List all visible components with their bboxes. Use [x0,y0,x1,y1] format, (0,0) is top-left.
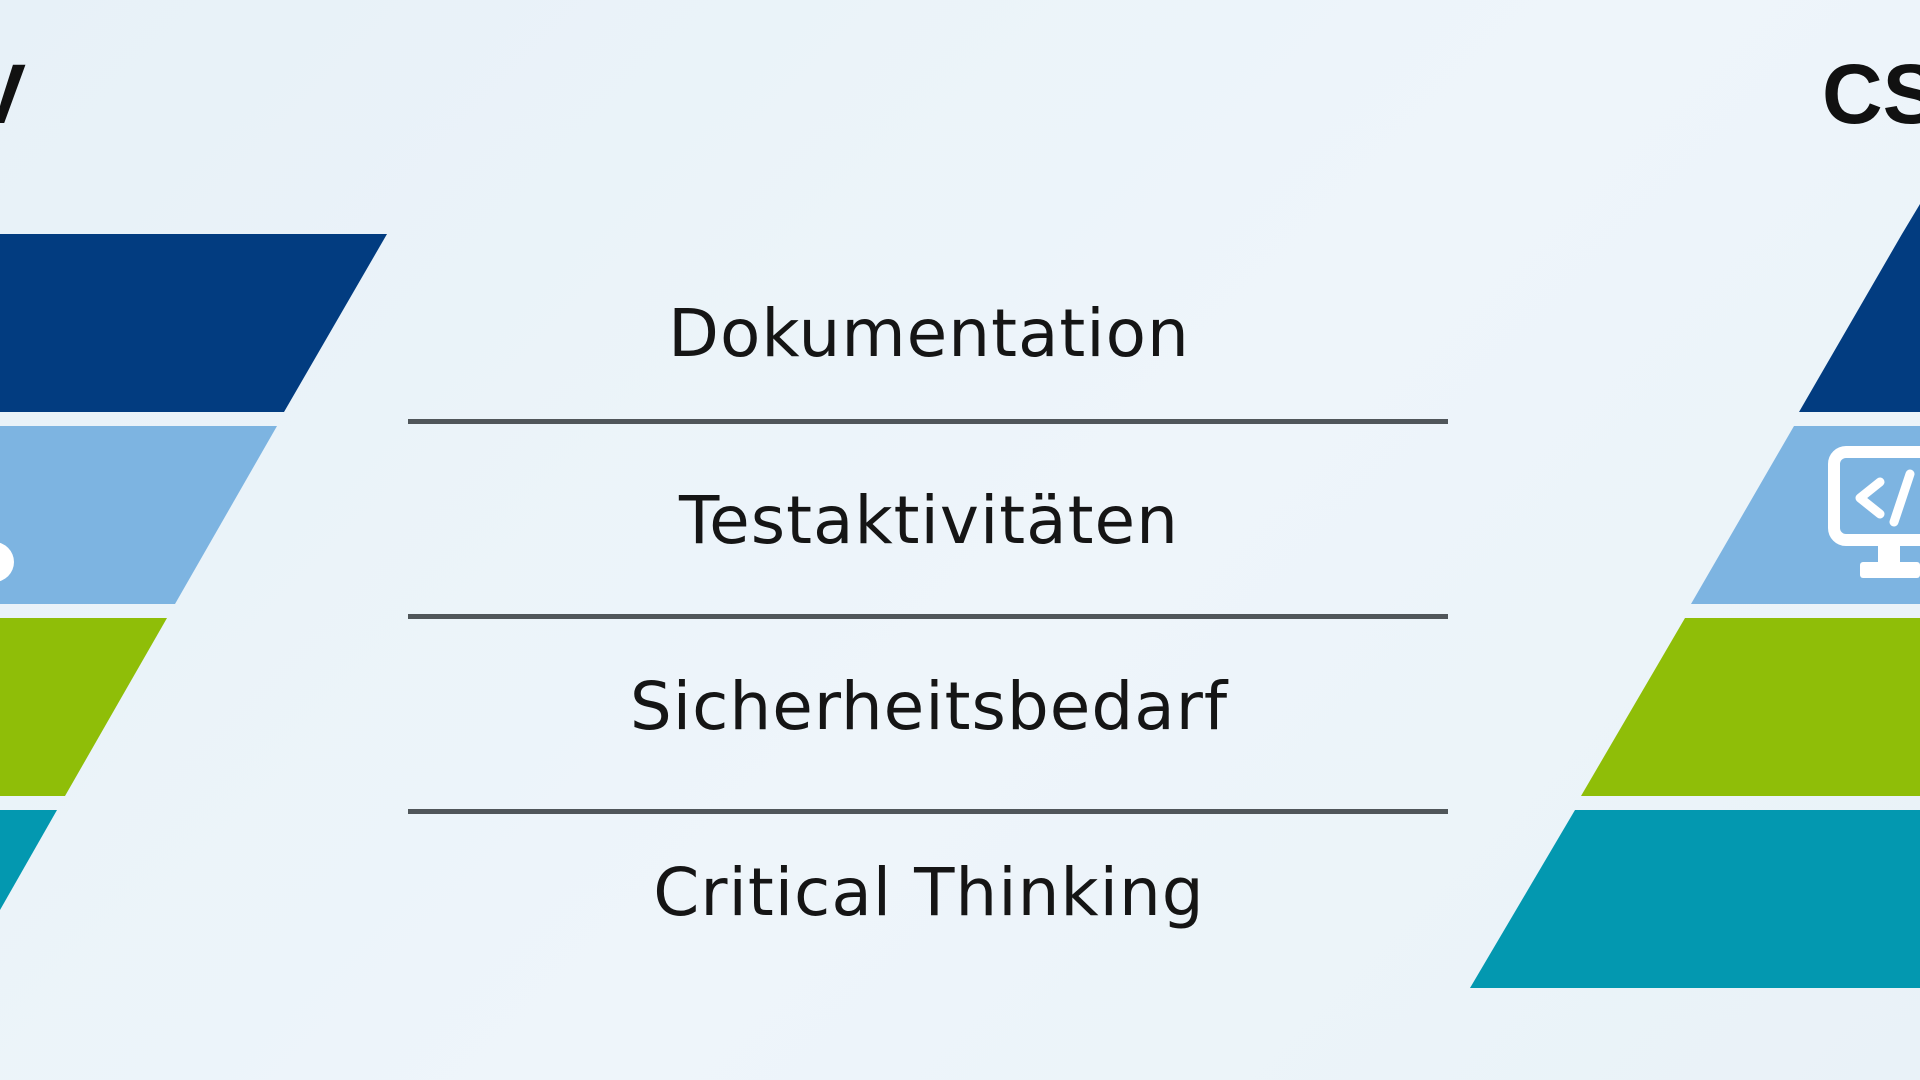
right-pyramid-level-2 [1691,426,1920,604]
left-pyramid-level-2 [0,426,277,604]
left-pyramid-level-3 [0,618,167,796]
left-pyramid-partial-icon [0,542,14,582]
row-divider [408,809,1448,814]
right-pyramid-level-4 [1470,810,1920,988]
right-pyramid-level-1 [1799,204,1920,412]
row-label-critical-thinking: Critical Thinking [653,854,1205,931]
right-pyramid-heading: CS [1822,47,1920,141]
row-label-test-activities: Testaktivitäten [679,482,1179,559]
left-pyramid-level-4 [0,810,57,910]
row-label-security-need: Sicherheitsbedarf [629,668,1229,745]
row-divider [408,614,1448,619]
row-label-documentation: Dokumentation [668,295,1190,372]
right-pyramid-level-3 [1581,618,1920,796]
code-monitor-icon [1828,446,1920,578]
row-divider [408,419,1448,424]
left-pyramid-level-1 [0,234,387,412]
left-pyramid-heading: V [0,52,26,136]
